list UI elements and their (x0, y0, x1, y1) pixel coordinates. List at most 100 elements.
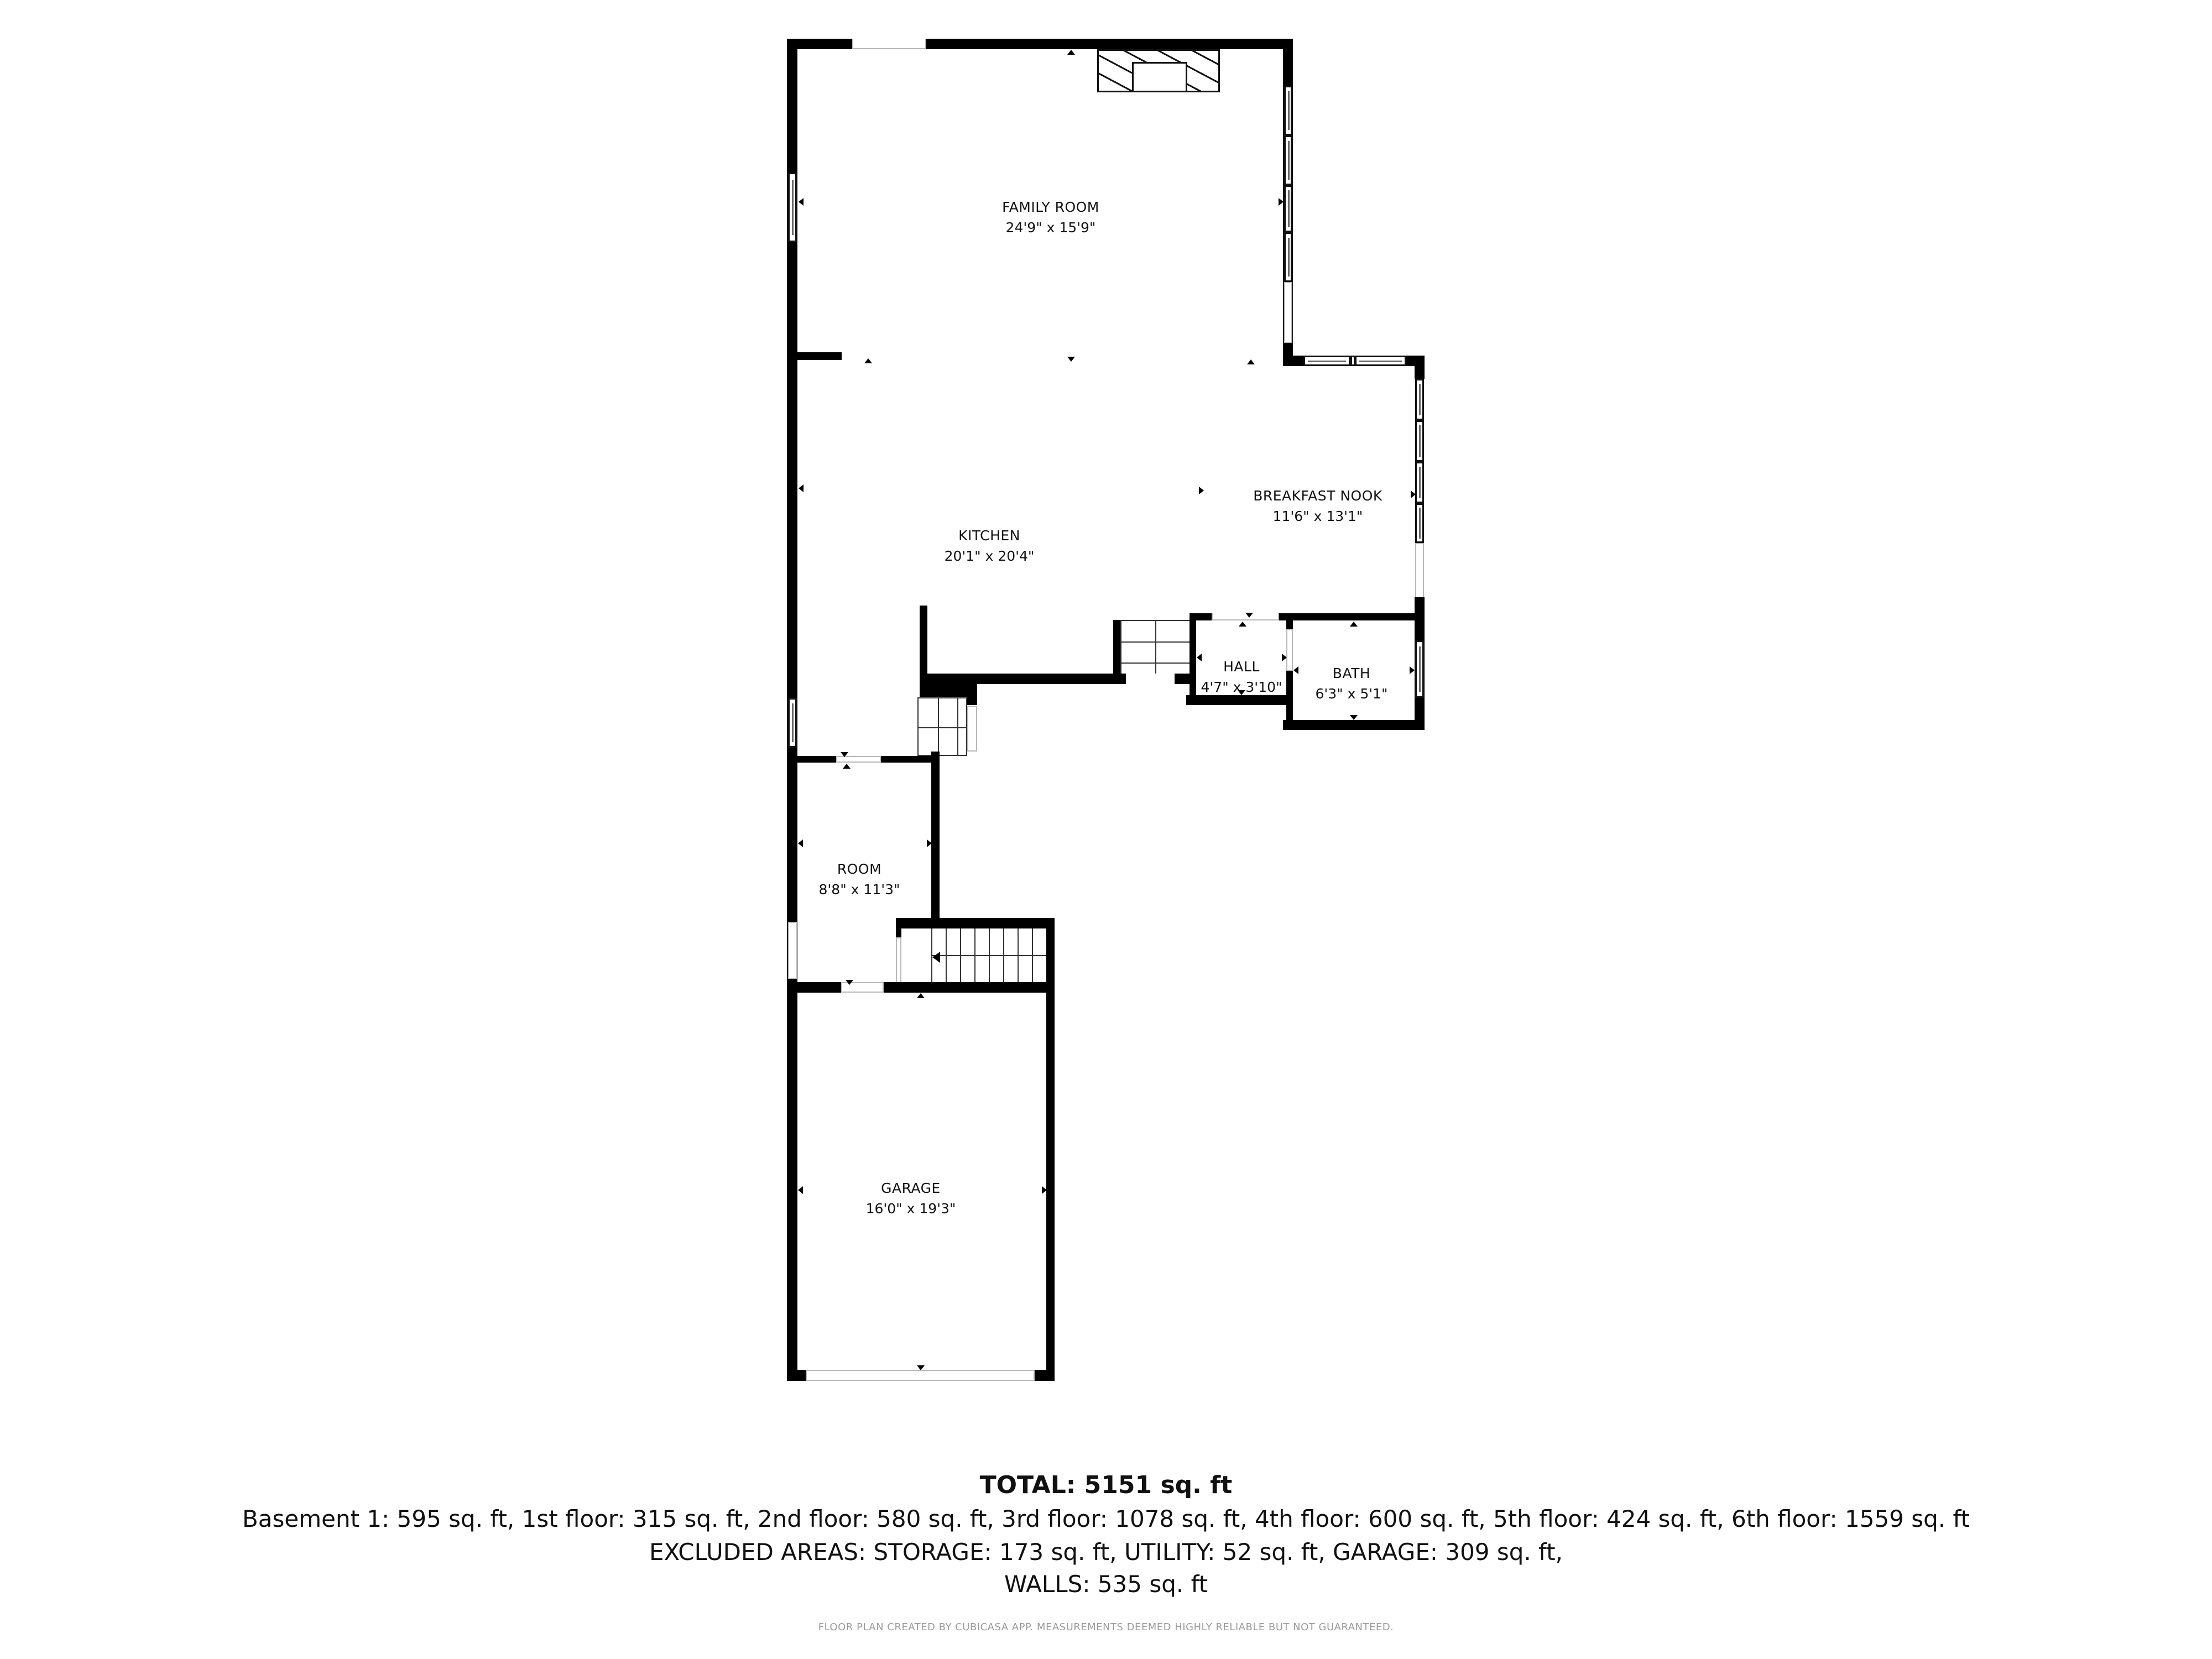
marker-icon (1350, 715, 1358, 720)
room-dimensions: 6'3" x 5'1" (1315, 686, 1388, 702)
window-icon (1284, 135, 1292, 185)
wall-hall-bottom (1186, 695, 1293, 705)
room-label-breakfast-nook: BREAKFAST NOOK 11'6" x 13'1" (1253, 486, 1383, 526)
marker-icon (1411, 491, 1416, 498)
wall-hall-left (1190, 613, 1196, 705)
window-icon (1303, 356, 1350, 366)
window-mullion (1350, 356, 1355, 366)
stairs-icon (1120, 620, 1190, 674)
wall-nook-right (1415, 356, 1425, 379)
door-opening (967, 706, 977, 752)
marker-icon (1410, 666, 1415, 674)
marker-icon (1245, 613, 1253, 618)
marker-icon (927, 839, 932, 847)
room-label-hall: HALL 4'7" x 3'10" (1201, 656, 1282, 697)
door-opening-room-left (788, 922, 797, 979)
wall-garage-top-left (787, 982, 841, 993)
wall-stair-right (1046, 918, 1055, 1381)
excluded-areas: EXCLUDED AREAS: STORAGE: 173 sq. ft, UTI… (649, 1538, 1563, 1566)
marker-icon (1067, 357, 1075, 362)
window-icon (788, 698, 797, 748)
wall-room-top-right (881, 756, 940, 763)
room-dimensions: 11'6" x 13'1" (1272, 508, 1363, 524)
wall-stair-left (1113, 620, 1120, 674)
wall-hall-bath-divider-top (1286, 620, 1293, 629)
room-dimensions: 4'7" x 3'10" (1201, 679, 1282, 695)
disclaimer: FLOOR PLAN CREATED BY CUBICASA APP. MEAS… (818, 1621, 1394, 1633)
marker-icon (1197, 654, 1202, 661)
window-icon (1415, 503, 1424, 543)
wall-top-left (787, 39, 852, 49)
wall-stair-top (896, 918, 1055, 928)
door-opening-bath (1286, 629, 1293, 671)
wall-bath-right (1415, 597, 1425, 640)
total-area: TOTAL: 5151 sq. ft (979, 1471, 1233, 1499)
wall-stair-left-stub (896, 918, 901, 937)
walls-area: WALLS: 535 sq. ft (1004, 1571, 1208, 1598)
window-icon (1415, 640, 1424, 698)
window-icon (1284, 86, 1292, 135)
room-name: GARAGE (881, 1180, 941, 1196)
wall-room-top-left (787, 756, 836, 763)
room-label-room: ROOM 8'8" x 11'3" (819, 859, 900, 900)
room-name: BATH (1332, 665, 1371, 681)
marker-icon (917, 1365, 925, 1370)
wall-garage-bottom-right (1035, 1370, 1055, 1381)
window-icon (1415, 379, 1424, 420)
marker-icon (917, 993, 925, 998)
stairs-icon (931, 928, 1046, 982)
marker-icon (798, 1186, 803, 1194)
room-label-garage: GARAGE 16'0" x 19'3" (866, 1178, 956, 1219)
window-icon (1415, 462, 1424, 503)
floor-areas: Basement 1: 595 sq. ft, 1st floor: 315 s… (242, 1505, 1970, 1532)
room-name: ROOM (837, 861, 882, 877)
room-label-family-room: FAMILY ROOM 24'9" x 15'9" (1002, 197, 1099, 238)
marker-icon (799, 198, 804, 206)
wall-top-right (926, 39, 1293, 49)
room-name: BREAKFAST NOOK (1253, 488, 1383, 504)
window-icon (1284, 232, 1292, 282)
window-icon (1284, 185, 1292, 232)
marker-icon (843, 764, 851, 769)
room-name: KITCHEN (958, 528, 1020, 544)
marker-icon (1282, 654, 1287, 661)
wall-bath-bottom (1283, 720, 1425, 730)
marker-icon (841, 752, 848, 757)
wall-left-outer (787, 39, 797, 993)
stair-direction-arrow-icon (932, 952, 940, 963)
door-opening-top (852, 39, 926, 49)
window-icon (1355, 356, 1406, 366)
wall-bath-top (1279, 613, 1425, 620)
wall-nook-corner (1283, 356, 1303, 366)
room-name: HALL (1223, 659, 1260, 675)
wall-kitchen-block-side (967, 684, 977, 705)
window-icon (1415, 420, 1424, 462)
marker-icon (1293, 666, 1298, 674)
marker-icon (1199, 487, 1204, 494)
wall-room-right (931, 752, 940, 928)
marker-icon (1042, 1186, 1047, 1194)
marker-icon (1238, 690, 1245, 695)
marker-icon (1067, 50, 1075, 55)
marker-icon (1247, 359, 1255, 364)
wall-garage-top-right (884, 982, 1055, 993)
room-dimensions: 16'0" x 19'3" (865, 1201, 956, 1217)
door-opening-stair (896, 937, 901, 984)
marker-icon (798, 839, 803, 847)
door-opening-right (1284, 282, 1292, 343)
marker-icon (864, 358, 872, 363)
room-dimensions: 20'1" x 20'4" (944, 548, 1035, 564)
marker-icon (1239, 622, 1246, 627)
garage-door-opening (806, 1370, 1035, 1381)
window-icon (788, 173, 797, 242)
room-dimensions: 8'8" x 11'3" (818, 881, 900, 898)
wall-garage-left (787, 982, 797, 1381)
room-label-bath: BATH 6'3" x 5'1" (1315, 663, 1387, 704)
room-dimensions: 24'9" x 15'9" (1005, 220, 1096, 236)
wall-kitchen-partition (920, 606, 927, 684)
door-opening-room (836, 756, 881, 763)
marker-icon (1350, 622, 1358, 627)
room-name: FAMILY ROOM (1002, 199, 1099, 215)
fireplace-icon (1097, 49, 1220, 92)
